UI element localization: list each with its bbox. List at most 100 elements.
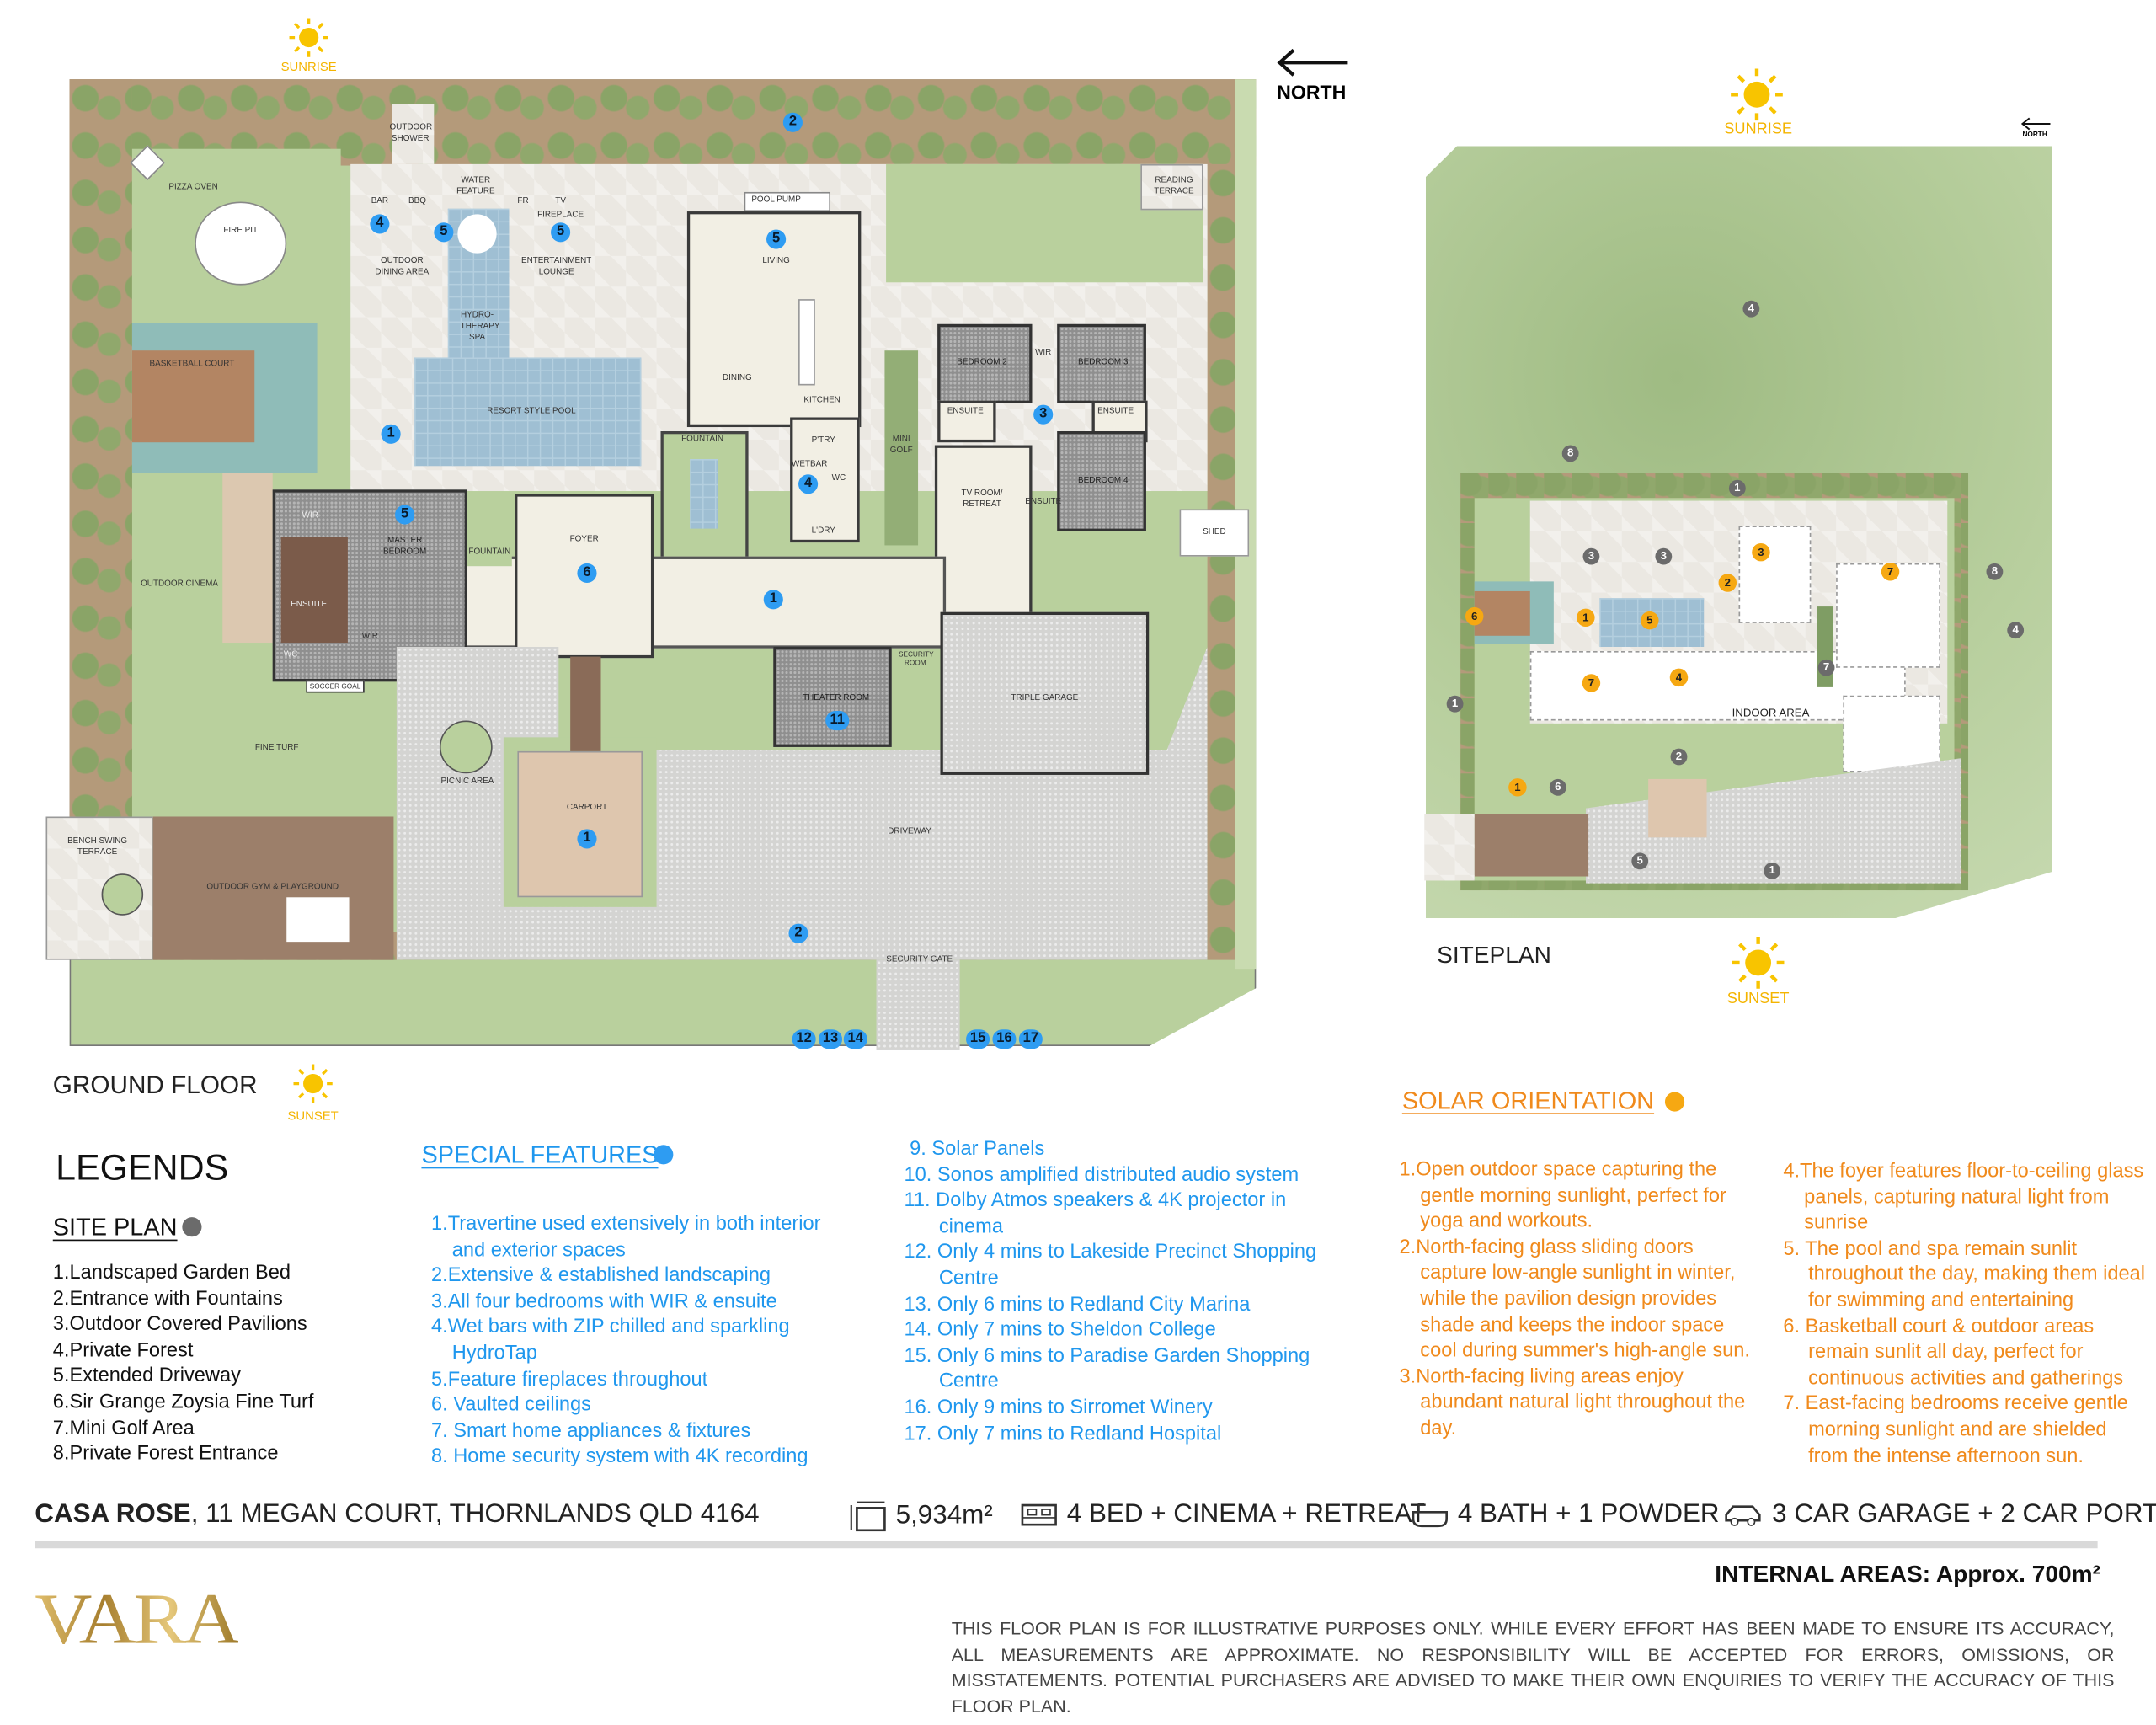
- dining-label: DINING: [723, 374, 752, 383]
- siteplan-marker: 4: [2007, 622, 2025, 639]
- special-features-list-2: 9. Solar Panels 10. Sonos amplified dist…: [905, 1136, 1321, 1447]
- north-arrow-icon: [1277, 48, 1348, 77]
- legend-item: 6.Sir Grange Zoysia Fine Turf: [52, 1391, 314, 1413]
- feature-item: 1.Travertine used extensively in both in…: [430, 1213, 821, 1262]
- sunset-label: SUNSET: [287, 1108, 339, 1123]
- carport: [517, 750, 643, 898]
- feature-item: 14. Only 7 mins to Sheldon College: [904, 1318, 1216, 1342]
- ensuite-2-label: ENSUITE: [947, 407, 984, 416]
- siteplan-marker: 1: [1446, 695, 1464, 713]
- legend-item: 8.Private Forest Entrance: [52, 1442, 279, 1466]
- solar-marker: 2: [1718, 574, 1737, 592]
- feature-marker: 2: [788, 923, 808, 943]
- siteplan-sunrise-label: SUNRISE: [1724, 120, 1793, 138]
- fr-label: FR: [517, 197, 529, 206]
- soccer-goal-label: SOCCER GOAL: [309, 682, 361, 692]
- siteplan-living: [1738, 526, 1812, 623]
- feature-item: 7. Smart home appliances & fixtures: [430, 1419, 751, 1443]
- feature-marker: 15: [966, 1029, 990, 1049]
- picnic-area-label: PICNIC AREA: [440, 777, 494, 787]
- siteplan-marker: 3: [1655, 547, 1673, 565]
- legend-item: 7.Mini Golf Area: [52, 1417, 195, 1439]
- tv-label: TV: [555, 197, 566, 206]
- legend-item: 4.Private Forest: [52, 1339, 194, 1362]
- triple-garage: [940, 611, 1150, 775]
- outdoor-shower: [392, 104, 435, 164]
- feature-marker: 4: [798, 474, 819, 494]
- siteplan-marker: 5: [1631, 852, 1649, 870]
- legend-item: 1.Landscaped Garden Bed: [52, 1262, 291, 1284]
- private-forest: [1425, 146, 2052, 919]
- solar-item: 6. Basketball court & outdoor areas rema…: [1783, 1315, 2124, 1390]
- security-gate-label: SECURITY GATE: [886, 955, 953, 964]
- feature-marker: 1: [763, 590, 783, 610]
- entry-path: [570, 656, 601, 751]
- site-plan-legend-list: 1.Landscaped Garden Bed 2.Entrance with …: [53, 1260, 373, 1467]
- pantry-wetbar: [790, 417, 860, 543]
- picnic-table: [439, 720, 493, 774]
- legend-item: 2.Entrance with Fountains: [52, 1287, 283, 1311]
- courtyard-fountain: [690, 459, 718, 529]
- siteplan-house: [1529, 650, 1906, 721]
- siteplan-marker: 3: [1582, 547, 1600, 565]
- solar-marker: 1: [1577, 608, 1595, 628]
- shed-label: SHED: [1203, 528, 1226, 537]
- bench-swing-label: BENCH SWING TERRACE: [67, 837, 128, 857]
- water-feature-label: WATER FEATURE: [456, 176, 495, 196]
- solar-marker: 7: [1582, 674, 1601, 692]
- tv-room-retreat: [934, 445, 1033, 640]
- siteplan-basketball: [1474, 581, 1554, 644]
- siteplan-marker: 6: [1549, 778, 1566, 796]
- siteplan-sunrise-icon: [1731, 68, 1783, 121]
- site-plan-dot: [182, 1217, 202, 1237]
- solar-marker: 7: [1881, 563, 1900, 581]
- shed: [1179, 509, 1250, 557]
- special-features-dot: [654, 1145, 674, 1165]
- sunrise-label: SUNRISE: [280, 60, 337, 74]
- bed-icon: [1021, 1503, 1057, 1526]
- solar-marker: 5: [1641, 611, 1659, 630]
- land-area-stat: 5,934m²: [848, 1499, 993, 1533]
- car-icon: [1725, 1505, 1761, 1526]
- siteplan-mini-golf: [1817, 606, 1833, 687]
- travertine-strip: [222, 473, 273, 644]
- solar-item: 1.Open outdoor space capturing the gentl…: [1399, 1158, 1726, 1233]
- bbq-label: BBQ: [408, 197, 426, 206]
- feature-marker: 3: [1033, 404, 1054, 425]
- foyer-label: FOYER: [569, 535, 599, 544]
- garden-bed-left: [69, 79, 132, 959]
- outdoor-gym: [152, 816, 394, 960]
- feature-item: 16. Only 9 mins to Sirromet Winery: [904, 1397, 1213, 1419]
- solar-marker: 4: [1669, 668, 1689, 687]
- resort-pool: [414, 357, 642, 467]
- fire-pit: [195, 201, 287, 286]
- solar-item: 2.North-facing glass sliding doors captu…: [1399, 1236, 1751, 1363]
- siteplan-marker: 1: [1764, 862, 1781, 879]
- water-feature: [457, 214, 497, 254]
- bench-swing-terrace: [45, 816, 153, 960]
- special-features-list: 1.Travertine used extensively in both in…: [431, 1212, 835, 1471]
- feature-marker: 13: [818, 1029, 843, 1049]
- outdoor-cinema-label: OUTDOOR CINEMA: [141, 579, 219, 589]
- pool-pump-label: POOL PUMP: [751, 195, 801, 205]
- parking-stat: 3 CAR GARAGE + 2 CAR PORT: [1722, 1499, 2156, 1530]
- wetbar-label: WETBAR: [792, 460, 828, 469]
- feature-marker: 16: [992, 1029, 1017, 1049]
- bedroom-2: [937, 323, 1033, 403]
- master-ensuite-label: ENSUITE: [291, 601, 328, 610]
- vara-logo-text: VARA: [35, 1580, 241, 1660]
- mini-golf-label: MINI GOLF: [889, 435, 913, 456]
- legends-title: LEGENDS: [56, 1146, 229, 1188]
- garden-bed-right: [1207, 163, 1235, 960]
- feature-marker: 17: [1018, 1029, 1043, 1049]
- security-gate-path: [876, 959, 960, 1050]
- legend-item: 3.Outdoor Covered Pavilions: [52, 1313, 307, 1336]
- bedroom-3-label: BEDROOM 3: [1077, 359, 1129, 368]
- solar-item: 3.North-facing living areas enjoy abunda…: [1399, 1365, 1746, 1440]
- siteplan-carport: [1648, 778, 1707, 838]
- sunrise-sun-icon: [289, 18, 328, 57]
- feature-item: 15. Only 6 mins to Paradise Garden Shopp…: [904, 1344, 1310, 1393]
- swing-lawn-circle: [101, 873, 144, 916]
- reading-terrace-label: READING TERRACE: [1154, 176, 1194, 196]
- siteplan-marker: 8: [1986, 563, 2004, 580]
